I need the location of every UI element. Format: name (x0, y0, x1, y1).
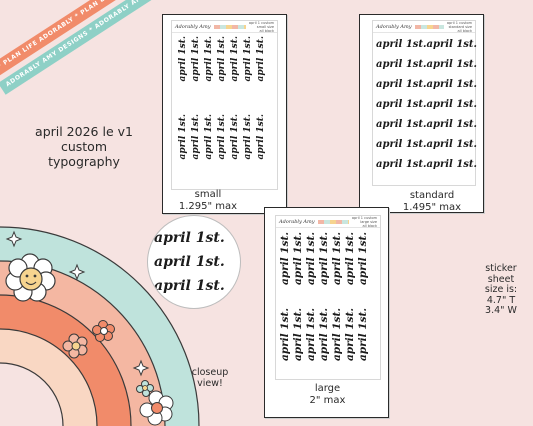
sticker-column: april 1st. (204, 36, 214, 82)
sticker-column: april 1st. (331, 232, 343, 286)
sticker-column: april 1st. (256, 36, 266, 82)
title-line-2: custom (60, 139, 108, 154)
standard-sticker-grid: april 1st.april 1st. april 1st.april 1st… (376, 37, 478, 185)
sticker-row: april 1st.april 1st. (376, 159, 478, 170)
header-info: april 1 custom standard size all black (446, 20, 472, 33)
sticker-column: april 1st. (217, 36, 227, 82)
header-info: april 1 custom large size all black (351, 215, 377, 228)
sticker-row: april 1st.april 1st. (376, 59, 478, 70)
product-title: april 2026 le v1 custom typography (20, 124, 148, 169)
brand-logo: Adorably Amy (279, 218, 315, 225)
header-color-bar (317, 219, 349, 224)
sticker-column: april 1st. (357, 308, 369, 362)
sticker-row: april 1st.april 1st. (376, 99, 478, 110)
sheet-header: Adorably Amy april 1 custom small size a… (172, 21, 277, 33)
sticker-column: april 1st. (204, 114, 214, 160)
smiley-flower-icon (5, 253, 56, 302)
sticker-sheet-large: Adorably Amy april 1 custom large size a… (264, 207, 389, 418)
sheet-header: Adorably Amy april 1 custom standard siz… (373, 21, 475, 33)
sheet-panel: Adorably Amy april 1 custom small size a… (171, 20, 278, 190)
closeup-sticker-text: april 1st. (154, 254, 225, 270)
sticker-column: april 1st. (230, 114, 240, 160)
closeup-magnifier: april 1st. april 1st. april 1st. (147, 215, 241, 309)
sticker-column: april 1st. (178, 114, 188, 160)
sticker-column: april 1st. (318, 232, 330, 286)
closeup-label: closeup view! (191, 367, 229, 389)
sticker-column: april 1st. (344, 232, 356, 286)
sticker-column: april 1st. (178, 36, 188, 82)
sparkle-icon (132, 359, 150, 377)
sheet-panel: Adorably Amy april 1 custom large size a… (275, 215, 381, 380)
small-flower-icon (92, 320, 115, 342)
sticker-column: april 1st. (191, 114, 201, 160)
sparkle-icon (5, 230, 23, 248)
sticker-column: april 1st. (344, 308, 356, 362)
sticker-column: april 1st. (256, 114, 266, 160)
large-sticker-grid: april 1st. april 1st. april 1st. april 1… (278, 232, 380, 379)
sticker-column: april 1st. (305, 308, 317, 362)
small-flower-icon (139, 390, 174, 426)
title-line-3: typography (48, 154, 120, 169)
sticker-column: april 1st. (243, 114, 253, 160)
sticker-column: april 1st. (279, 232, 291, 286)
sticker-row: april 1st.april 1st. (376, 79, 478, 90)
sticker-column: april 1st. (191, 36, 201, 82)
small-flower-icon (62, 333, 88, 359)
sheet-size-info: sticker sheet size is: 4.7" T 3.4" W (484, 263, 518, 316)
small-flower-icon (136, 380, 154, 397)
sticker-row: april 1st.april 1st. (376, 139, 478, 150)
small-sticker-grid: april 1st. april 1st. april 1st. april 1… (176, 36, 276, 188)
small-size-caption: small 1.295" max (178, 189, 238, 212)
sticker-row: april 1st.april 1st. (376, 119, 478, 130)
sticker-row: april 1st.april 1st. (376, 39, 478, 50)
sticker-column: april 1st. (331, 308, 343, 362)
brand-logo: Adorably Amy (376, 23, 412, 30)
brand-logo: Adorably Amy (175, 23, 211, 30)
sheet-panel: Adorably Amy april 1 custom standard siz… (372, 20, 478, 186)
sticker-column: april 1st. (292, 308, 304, 362)
large-size-caption: large 2" max (309, 383, 346, 406)
header-info: april 1 custom small size all black (248, 20, 274, 33)
sticker-sheet-small: Adorably Amy april 1 custom small size a… (162, 14, 287, 214)
closeup-sticker-text: april 1st. (154, 278, 225, 294)
standard-size-caption: standard 1.495" max (402, 190, 462, 213)
sticker-column: april 1st. (305, 232, 317, 286)
header-color-bar (213, 24, 246, 29)
header-color-bar (414, 24, 444, 29)
sticker-sheet-standard: Adorably Amy april 1 custom standard siz… (359, 14, 484, 213)
sticker-column: april 1st. (292, 232, 304, 286)
sheet-header: Adorably Amy april 1 custom large size a… (276, 216, 380, 228)
sticker-column: april 1st. (243, 36, 253, 82)
sticker-column: april 1st. (279, 308, 291, 362)
sticker-column: april 1st. (230, 36, 240, 82)
sticker-column: april 1st. (318, 308, 330, 362)
sticker-column: april 1st. (217, 114, 227, 160)
sticker-column: april 1st. (357, 232, 369, 286)
sparkle-icon (68, 263, 86, 281)
title-line-1: april 2026 le v1 (35, 124, 133, 139)
closeup-sticker-text: april 1st. (154, 230, 225, 246)
